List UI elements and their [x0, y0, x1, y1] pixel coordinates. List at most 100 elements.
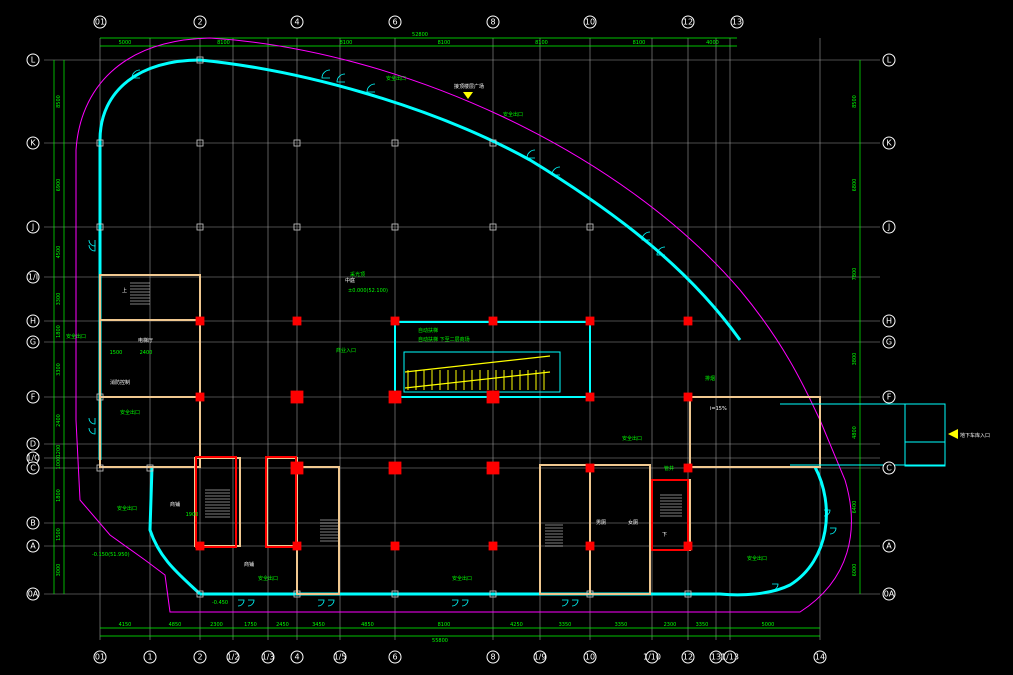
column-red-200-397: [195, 392, 205, 402]
garage-ramp: [780, 403, 946, 466]
column-590-227: [586, 223, 594, 231]
grid-bubble-left-K-label: K: [30, 139, 36, 148]
grid-bubble-bottom-c2a-label: 1/2: [227, 653, 240, 662]
dim-left-6: 2400: [56, 414, 62, 427]
dim-left-10: 1500: [56, 528, 62, 541]
label-smoke-exh: 排烟: [705, 375, 715, 382]
grid-bubble-bottom-c9a-label: 1/9: [534, 653, 547, 662]
grid-bubble-top-8-label: 8: [490, 18, 495, 27]
dim-left-0: 8500: [56, 95, 62, 108]
column-red-688-546: [683, 541, 693, 551]
door-south-5: [461, 599, 469, 607]
label-fire-exit-ne: 安全出口: [503, 111, 523, 118]
door-south-2: [317, 599, 325, 607]
dim-bottom-12: 3350: [696, 622, 709, 628]
dim-top-1: 8100: [217, 40, 230, 46]
grid-bubble-left-H-label: H: [30, 317, 36, 326]
door-facade-1: [321, 69, 331, 79]
grid-bubble-top-4-label: 4: [294, 18, 299, 27]
grid-bubble-bottom-c9a: 1/9: [533, 650, 547, 664]
grid-bubble-bottom-c13a: 1/13: [721, 650, 739, 664]
column-297-227: [293, 223, 301, 231]
grid-bubble-bottom-c4: 4: [290, 650, 304, 664]
dim-bottom-10: 3350: [615, 622, 628, 628]
grid-bubble-right-J: J: [882, 220, 896, 234]
label-fire-exit-s2: 安全出口: [452, 575, 472, 582]
grid-bubble-right-J-label: J: [887, 223, 890, 232]
label-fire-exit-sw: 安全出口: [117, 505, 137, 512]
grid-bubble-left-J: J: [26, 220, 40, 234]
door-south-10: [829, 527, 837, 535]
grid-bubble-top-8: 8: [486, 15, 500, 29]
door-south-6: [561, 599, 569, 607]
ramp-entry-box: [904, 403, 946, 467]
column-red-200-546: [195, 541, 205, 551]
ramp-room: [689, 396, 821, 468]
grid-bubble-top-12-label: 12: [683, 18, 693, 27]
grid-bubble-bottom-c12-label: 12: [683, 653, 693, 662]
door-facade-6: [641, 231, 651, 241]
door-facade-2: [336, 73, 346, 83]
grid-bubble-top-12: 12: [681, 15, 695, 29]
column-edge-100-468: [96, 464, 104, 472]
column-edge-100-143: [96, 139, 104, 147]
door-west-2: [88, 417, 96, 425]
door-facade-0: [131, 69, 141, 79]
grid-bubble-right-F: F: [882, 390, 896, 404]
stair-treads: [130, 282, 682, 547]
dim-top-3: 8100: [438, 40, 451, 46]
dim-left-1: 6900: [56, 179, 62, 192]
column-red-590-397: [585, 392, 595, 402]
label-lift-hall: 电梯厅: [138, 337, 153, 344]
grid-bubble-left-G: G: [26, 335, 40, 349]
escalator-rail-b: [404, 371, 551, 389]
column-edge-150-468: [146, 464, 154, 472]
grid-bubble-bottom-c14-label: 14: [815, 653, 825, 662]
dim-top-0: 5000: [119, 40, 132, 46]
grid-bubble-right-K-label: K: [886, 139, 892, 148]
dim-top-5: 8100: [633, 40, 646, 46]
grid-bubble-right-G: G: [882, 335, 896, 349]
label-entry-note: 商业入口: [336, 347, 356, 354]
door-swings: [88, 69, 837, 607]
column-red-395-468: [388, 461, 402, 475]
grid-bubble-left-C-label: C: [30, 464, 36, 473]
label-fire-exit-s: 安全出口: [258, 575, 278, 582]
grid-bubble-left-B: B: [26, 516, 40, 530]
column-red-493-397: [486, 390, 500, 404]
label-toilet-f: 女厕: [628, 519, 638, 526]
grid-bubble-left-G-label: G: [30, 338, 36, 347]
dim-left-5: 3300: [56, 363, 62, 376]
column-red-590-468: [585, 463, 595, 473]
dim-bottom-4: 2450: [276, 622, 289, 628]
label-stair-up-nw: 上: [122, 287, 127, 294]
dim-bottom-11: 2300: [664, 622, 677, 628]
door-south-1: [247, 599, 255, 607]
stair-core-se: [649, 479, 691, 551]
label-fire-exit-w: 安全出口: [120, 409, 140, 416]
column-red-297-397: [290, 390, 304, 404]
grid-bubble-left-Ia: 1/I: [26, 270, 40, 284]
dim-bottom-8: 4250: [510, 622, 523, 628]
column-red-590-546: [585, 541, 595, 551]
dim-right-4: 4800: [852, 426, 858, 439]
curtain-wall-facade: [98, 58, 742, 460]
column-edge-297-594: [293, 590, 301, 598]
grid-bubble-left-D-label: D: [30, 440, 36, 449]
grid-bubble-left-C: C: [26, 461, 40, 475]
label-toilet-m: 男厕: [596, 520, 606, 526]
label-atrium-elev: ±0.000(52.100): [348, 288, 388, 294]
label-fire-exit-se: 安全出口: [747, 555, 767, 562]
grid-bubble-left-K: K: [26, 136, 40, 150]
dim-top-6: 4000: [706, 40, 719, 46]
label-stair-down-se: 下: [662, 532, 667, 538]
grid-bubble-bottom-c1: 1: [143, 650, 157, 664]
curtain-wall-southwest: [148, 466, 202, 596]
column-edge-493-594: [489, 590, 497, 598]
grid-bubble-right-A: A: [882, 539, 896, 553]
stair-core-outlines: [195, 456, 689, 551]
door-south-0: [237, 599, 245, 607]
dim-bottom-0: 4150: [119, 622, 132, 628]
column-200-143: [196, 139, 204, 147]
